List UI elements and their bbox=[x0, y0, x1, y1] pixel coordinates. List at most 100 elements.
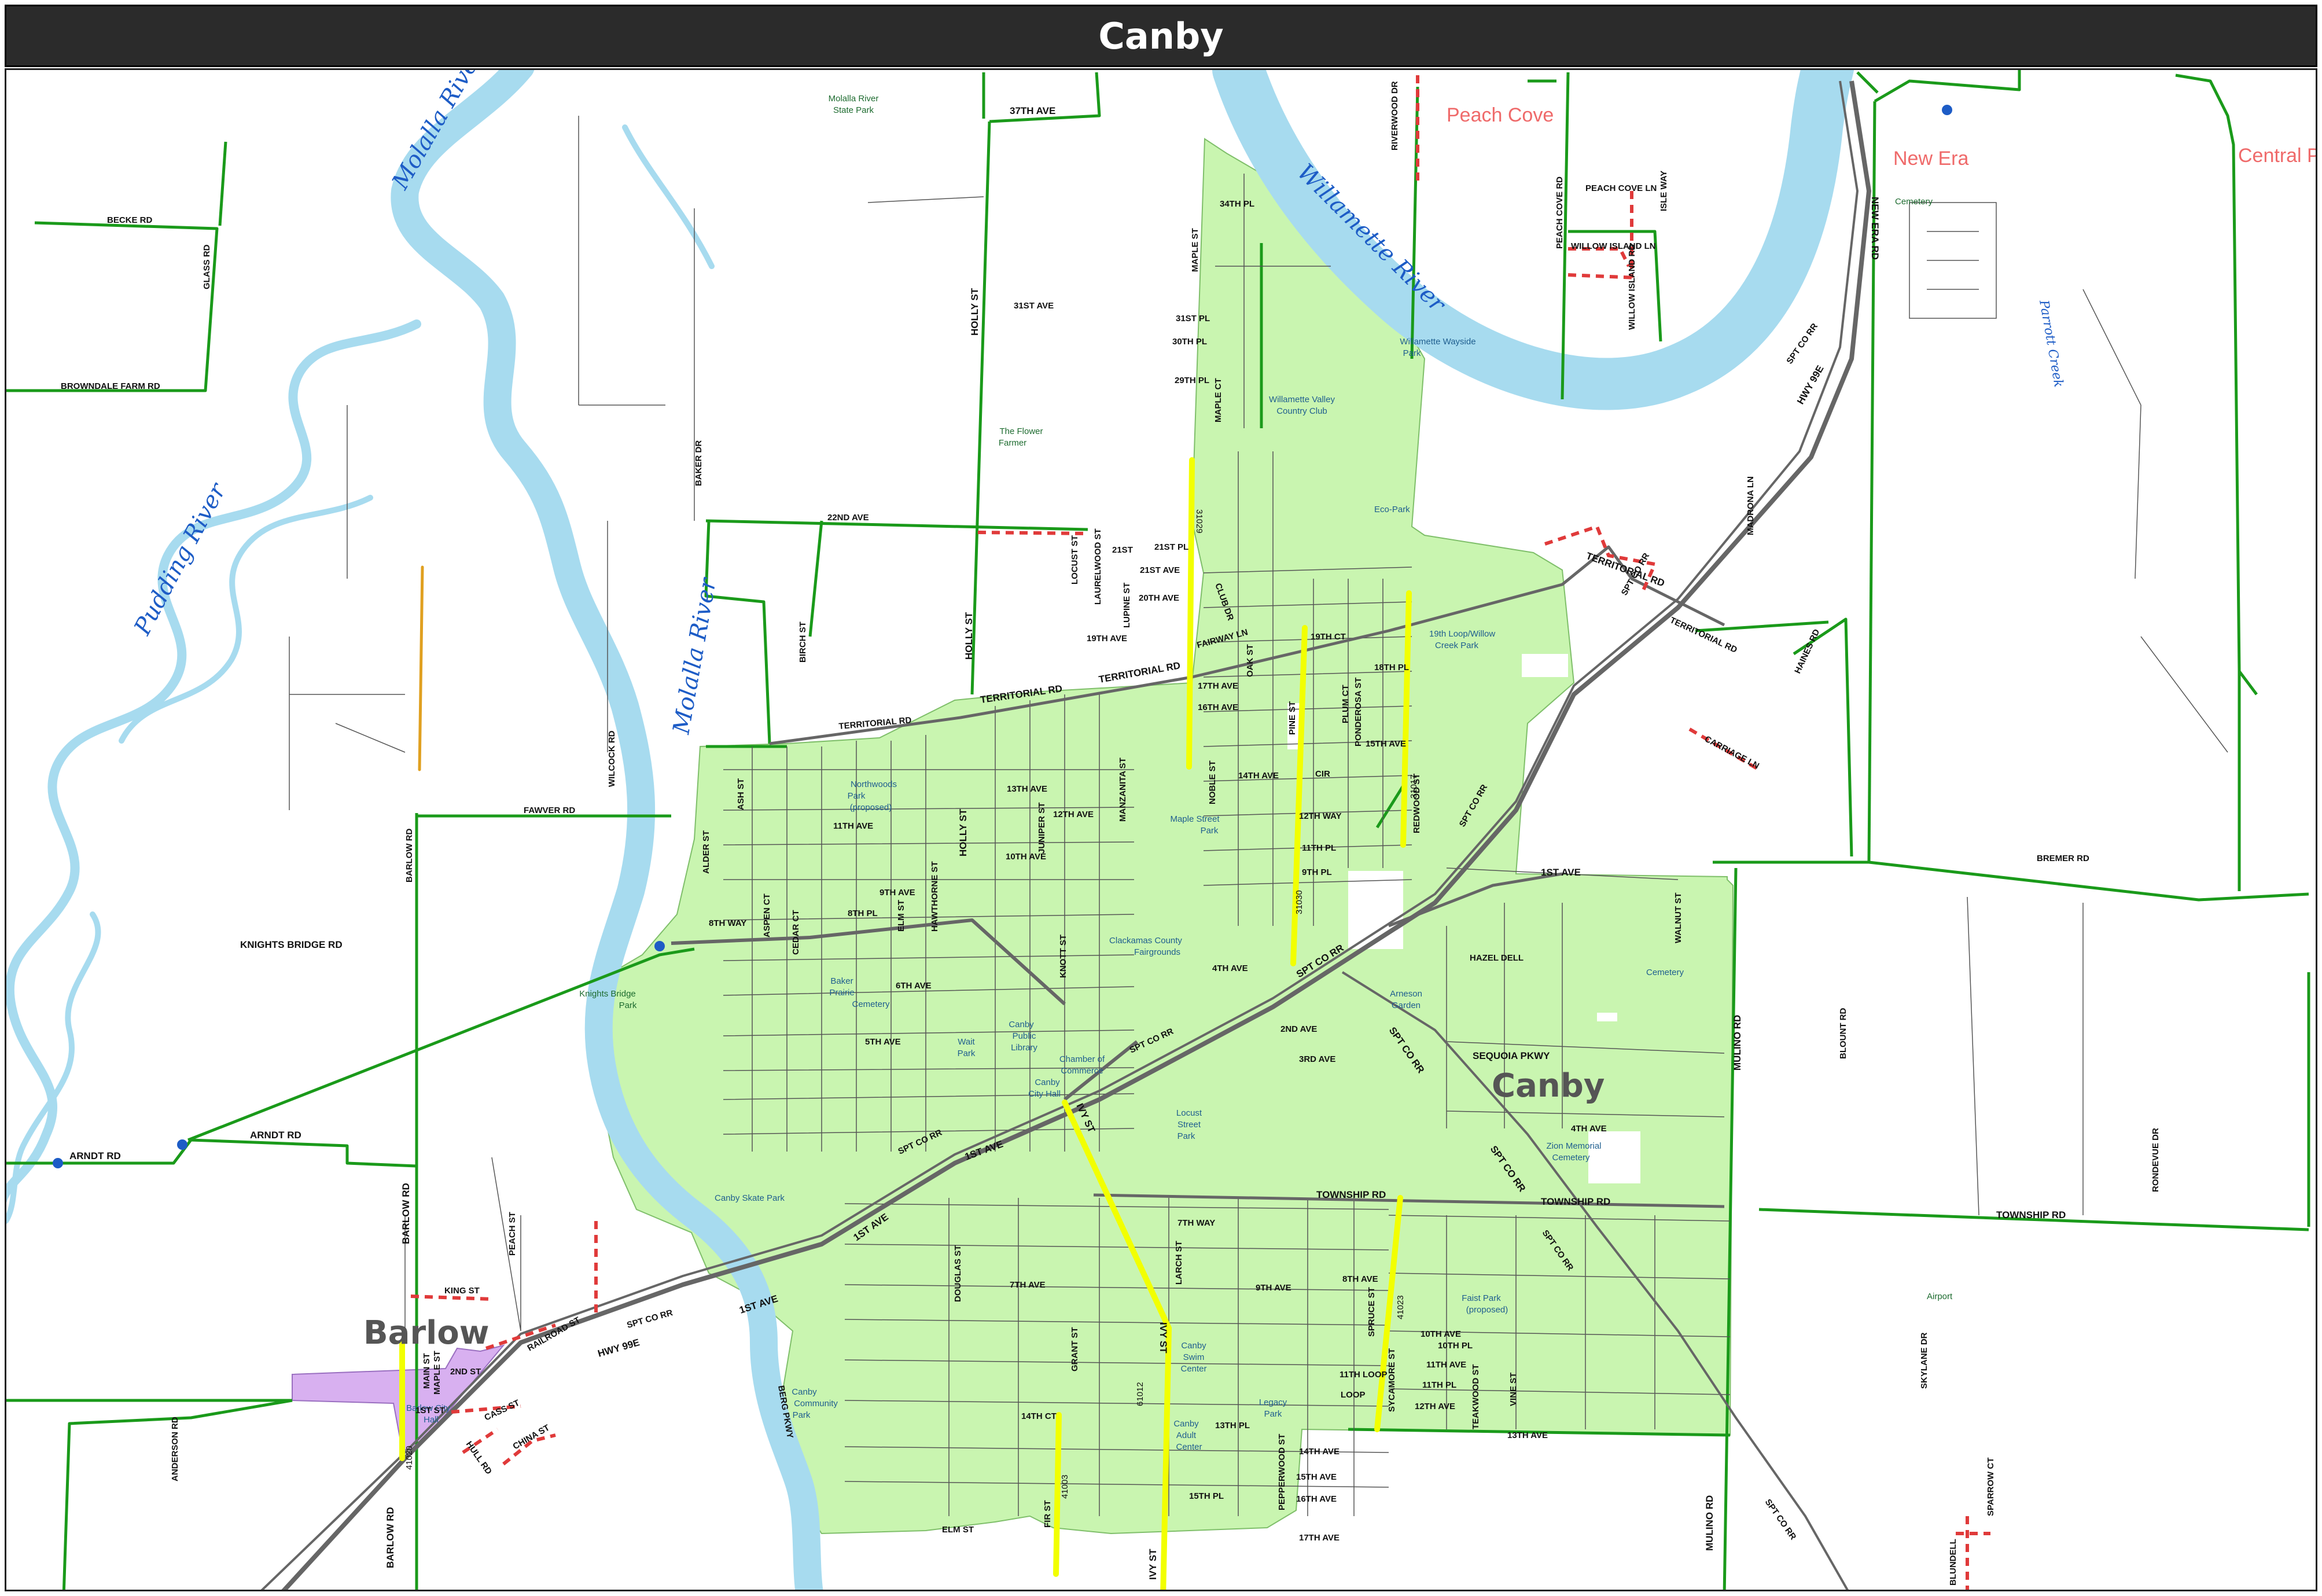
label-37th-ave: 37TH AVE bbox=[1010, 105, 1055, 116]
label-17th-ave-s: 17TH AVE bbox=[1299, 1533, 1340, 1543]
highway-and-rail bbox=[260, 80, 1871, 1590]
label-madrona-ln: MADRONA LN bbox=[1746, 476, 1756, 535]
label-loop-12: LOOP bbox=[1341, 1390, 1366, 1400]
label-34th-pl: 34TH PL bbox=[1220, 199, 1254, 209]
label-holly-st-south: HOLLY ST bbox=[958, 808, 969, 856]
label-arndt-rd-e: ARNDT RD bbox=[250, 1130, 301, 1141]
label-isle-way: ISLE WAY bbox=[1659, 171, 1669, 211]
label-territorial-e: TERRITORIAL RD bbox=[1668, 615, 1739, 655]
label-11th-pl-s: 11TH PL bbox=[1422, 1380, 1456, 1390]
label-21st-pl: 21ST PL bbox=[1154, 542, 1188, 552]
label-spt-co-rr-n: SPT CO RR bbox=[1784, 322, 1820, 366]
label-alder-st: ALDER ST bbox=[701, 830, 711, 874]
label-11th-ave-s: 11TH AVE bbox=[1426, 1360, 1466, 1370]
label-becke-rd: BECKE RD bbox=[107, 215, 153, 225]
label-hawthorne-st: HAWTHORNE ST bbox=[930, 861, 940, 932]
label-eco-park: Eco-Park bbox=[1374, 505, 1410, 514]
label-central-point: Central P bbox=[2238, 145, 2320, 167]
label-spruce-st: SPRUCE ST bbox=[1367, 1287, 1377, 1337]
label-10th-ave: 10TH AVE bbox=[1006, 852, 1046, 862]
township-rd bbox=[1093, 1193, 1725, 1208]
label-plum-ct: PLUM CT bbox=[1341, 685, 1350, 723]
hole-3 bbox=[1588, 1131, 1640, 1183]
label-oak-st: OAK ST bbox=[1245, 644, 1255, 677]
label-sequoia-pkwy: SEQUOIA PKWY bbox=[1473, 1050, 1550, 1061]
label-main-st-barlow: MAIN ST bbox=[422, 1353, 432, 1389]
label-3rd-ave: 3RD AVE bbox=[1299, 1054, 1335, 1064]
label-9th-ave-s: 9TH AVE bbox=[1256, 1283, 1291, 1293]
hole-4 bbox=[1597, 1013, 1617, 1021]
label-knights-bridge-rd: KNIGHTS BRIDGE RD bbox=[240, 939, 343, 950]
molalla-side-channel bbox=[622, 124, 715, 269]
label-noble-st: NOBLE ST bbox=[1208, 760, 1217, 804]
label-parrott-creek: Parrott Creek bbox=[2036, 299, 2066, 389]
label-8th-pl: 8TH PL bbox=[848, 909, 878, 918]
label-peach-cove-rd: PEACH COVE RD bbox=[1555, 176, 1565, 249]
route-id-31029: 31029 bbox=[1194, 509, 1204, 534]
label-16th-ave-s: 16TH AVE bbox=[1296, 1494, 1337, 1504]
pudding-river bbox=[6, 319, 421, 1203]
label-wilcock-rd: WILCOCK RD bbox=[607, 730, 617, 787]
label-cedar-ct: CEDAR CT bbox=[791, 910, 801, 955]
label-cass-st: CASS ST bbox=[483, 1398, 521, 1423]
pudding-channel-2 bbox=[119, 495, 373, 744]
canby-city-area bbox=[592, 138, 1734, 1535]
label-township-rd-c: TOWNSHIP RD bbox=[1541, 1196, 1610, 1207]
label-faist-park: Faist Park(proposed) bbox=[1462, 1293, 1508, 1315]
label-willow-island-ln: WILLOW ISLAND LN bbox=[1571, 241, 1656, 251]
label-4th-ave-e: 4TH AVE bbox=[1571, 1124, 1607, 1134]
label-peach-cove-ln: PEACH COVE LN bbox=[1585, 183, 1657, 193]
label-elm-st-south: ELM ST bbox=[942, 1525, 974, 1535]
highway-spur-1 bbox=[671, 918, 1066, 1006]
label-cemetery-newera: Cemetery bbox=[1895, 197, 1933, 207]
label-pudding-river: Pudding River bbox=[129, 477, 232, 639]
territorial-rd bbox=[769, 545, 1725, 745]
label-china-st: CHINA ST bbox=[511, 1423, 551, 1452]
label-maple-st-barlow: MAPLE ST bbox=[432, 1351, 442, 1395]
hole-1 bbox=[1348, 871, 1403, 949]
barlow-city-area bbox=[292, 1344, 505, 1450]
label-township-rd-e: TOWNSHIP RD bbox=[1996, 1209, 2066, 1220]
label-township-rd-w: TOWNSHIP RD bbox=[1316, 1189, 1386, 1200]
label-railroad-st: RAILROAD ST bbox=[526, 1315, 582, 1353]
label-aspen-ct: ASPEN CT bbox=[762, 893, 772, 937]
label-11th-pl: 11TH PL bbox=[1302, 843, 1336, 853]
label-airport: Airport bbox=[1927, 1292, 1953, 1301]
ivy-st-spur bbox=[1064, 1040, 1138, 1101]
label-spt-co-rr-w: SPT CO RR bbox=[625, 1308, 674, 1330]
label-rondevue-dr: RONDEVUE DR bbox=[2151, 1128, 2161, 1192]
label-king-st: KING ST bbox=[444, 1286, 480, 1296]
label-sparrow-ct: SPARROW CT bbox=[1986, 1458, 1996, 1516]
label-pine-st: PINE ST bbox=[1287, 701, 1297, 735]
label-fawver-rd: FAWVER RD bbox=[524, 806, 575, 815]
label-15th-pl: 15TH PL bbox=[1189, 1491, 1224, 1501]
label-barlow-rd-s: BARLOW RD bbox=[385, 1507, 396, 1568]
label-11th-loop: 11TH LOOP bbox=[1340, 1370, 1388, 1380]
label-21st: 21ST bbox=[1112, 545, 1133, 555]
label-12th-way: 12TH WAY bbox=[1299, 811, 1342, 821]
label-skate-park: Canby Skate Park bbox=[715, 1193, 785, 1203]
label-douglas-st: DOUGLAS ST bbox=[953, 1245, 963, 1302]
label-2nd-st-barlow: 2ND ST bbox=[450, 1367, 481, 1377]
label-mulino-rd-n: MULINO RD bbox=[1732, 1015, 1743, 1071]
label-new-era: New Era bbox=[1893, 148, 1968, 170]
label-grant-st: GRANT ST bbox=[1070, 1327, 1080, 1371]
route-id-31030: 31030 bbox=[1294, 890, 1304, 914]
label-redwood-st: REDWOOD ST bbox=[1412, 774, 1422, 833]
highlighted-segments bbox=[399, 457, 1412, 1590]
label-elm-st: ELM ST bbox=[896, 900, 906, 932]
label-9th-ave: 9TH AVE bbox=[880, 888, 915, 898]
label-holly-st-north: HOLLY ST bbox=[969, 288, 980, 336]
label-20th-ave: 20TH AVE bbox=[1139, 593, 1179, 603]
proposed-routes bbox=[410, 75, 1990, 1590]
